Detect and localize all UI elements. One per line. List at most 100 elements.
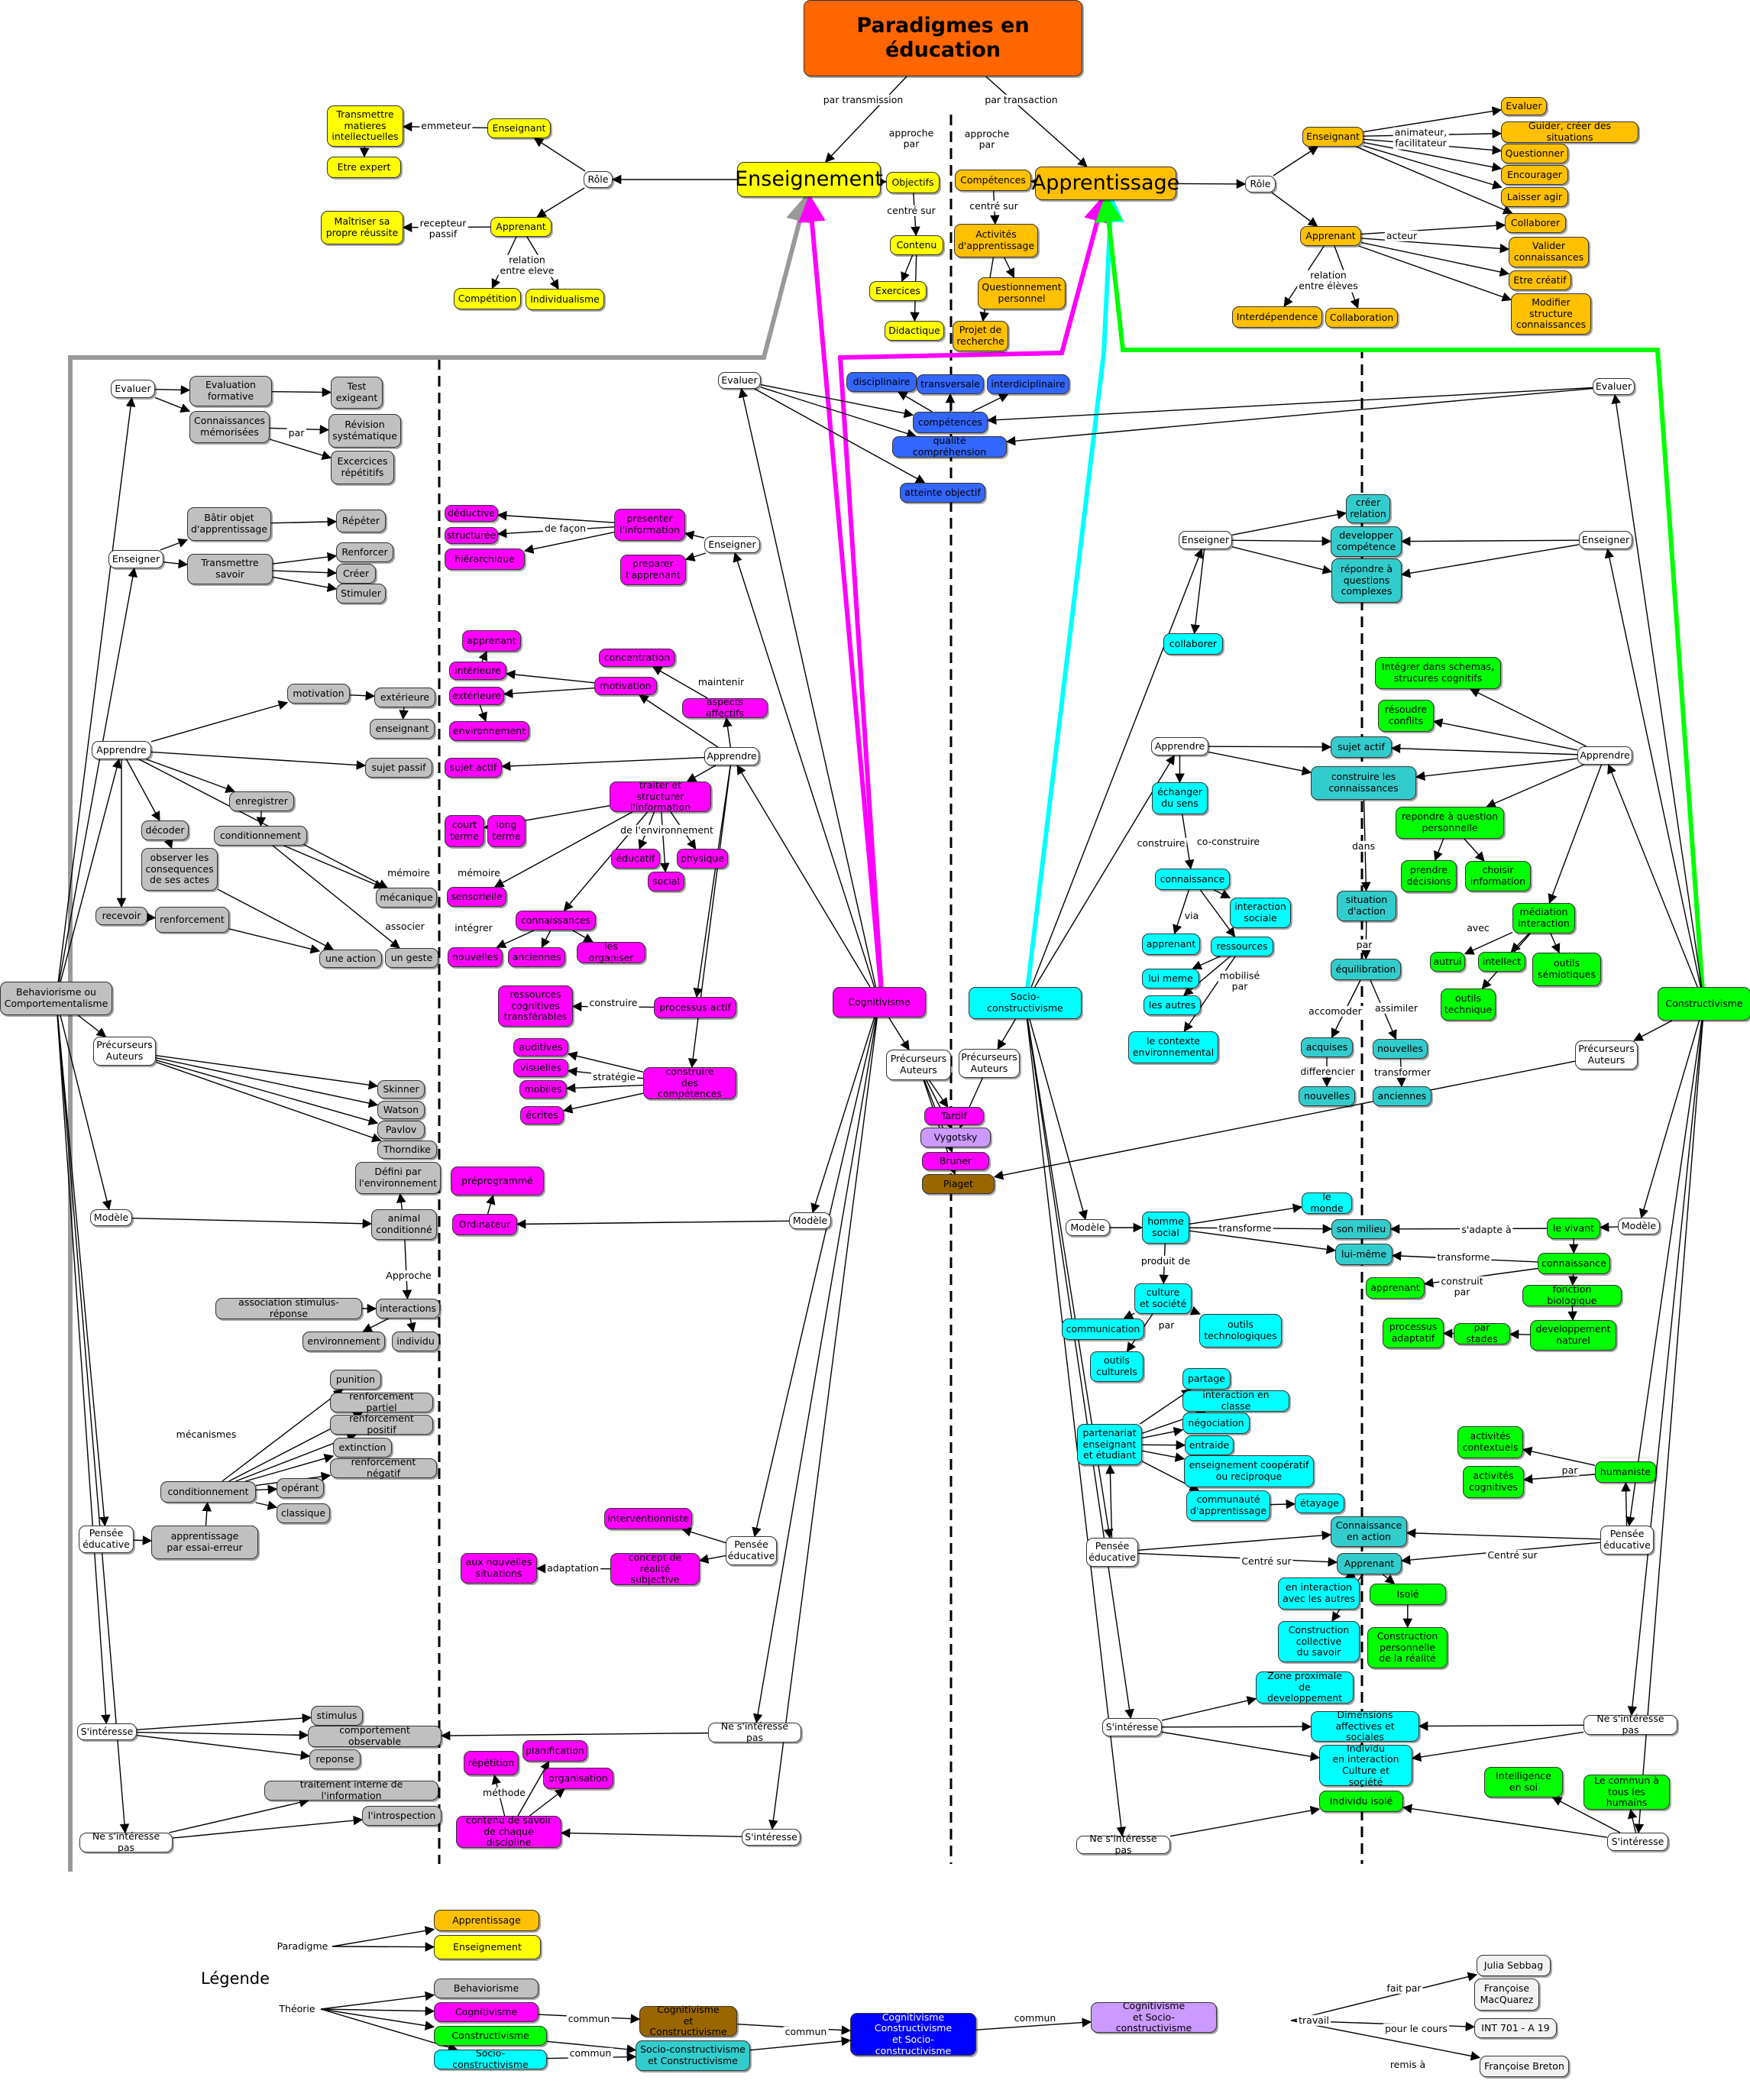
c-repetition-node[interactable]: répétition bbox=[464, 1751, 519, 1775]
apprenant2-node[interactable]: Apprenant bbox=[1300, 226, 1361, 246]
c-sensorielle-node[interactable]: sensorielle bbox=[447, 887, 506, 907]
b-skinner-node[interactable]: Skinner bbox=[377, 1080, 425, 1099]
k-apprendre-node[interactable]: Apprendre bbox=[1577, 746, 1632, 765]
collaborer-o-node[interactable]: Collaborer bbox=[1505, 213, 1566, 233]
b-apprendre-node[interactable]: Apprendre bbox=[92, 741, 151, 759]
b-individu-node[interactable]: individu bbox=[392, 1332, 439, 1351]
c-anciennes-node[interactable]: anciennes bbox=[508, 947, 565, 967]
b-classique-node[interactable]: classique bbox=[277, 1503, 330, 1523]
competences-o-node[interactable]: Compétences bbox=[955, 170, 1031, 191]
sh-indinteraction-node[interactable]: Individu en interaction Culture et socié… bbox=[1319, 1742, 1412, 1788]
l-cogconstsocio-node[interactable]: Cognitivisme Constructivisme et Socio-co… bbox=[850, 2011, 976, 2056]
questionnement-node[interactable]: Questionnement personnel bbox=[978, 277, 1066, 309]
s-lesautres-node[interactable]: les autres bbox=[1143, 995, 1201, 1015]
c-contenu-node[interactable]: contenu de savoir de chaque discipline bbox=[456, 1814, 561, 1848]
c-concept-node[interactable]: concept de réalité subjective bbox=[610, 1552, 700, 1585]
enseignement-node[interactable]: Enseignement bbox=[735, 162, 883, 197]
c-preparer-node[interactable]: preparer l'apprenant bbox=[620, 555, 686, 585]
sh-acquises-node[interactable]: acquises bbox=[1301, 1037, 1353, 1057]
sh-nouvelles2-node[interactable]: nouvelles bbox=[1299, 1086, 1355, 1106]
c-connaissances-node[interactable]: connaissances bbox=[516, 911, 596, 930]
s-partage-node[interactable]: partage bbox=[1182, 1368, 1231, 1390]
k-isole-node[interactable]: Isolé bbox=[1370, 1584, 1446, 1605]
c-physique-node[interactable]: physique bbox=[677, 849, 728, 869]
valider-node[interactable]: Valider connaissances bbox=[1509, 237, 1589, 267]
interdependence-node[interactable]: Interdépendence bbox=[1232, 306, 1322, 328]
c-sinteresse-node[interactable]: S'intéresse bbox=[742, 1829, 801, 1846]
s-collaborer-node[interactable]: collaborer bbox=[1163, 633, 1223, 655]
c-environnement-node[interactable]: environnement bbox=[449, 721, 529, 741]
guider-node[interactable]: Guider, créer des situations bbox=[1501, 120, 1638, 143]
k-actcontext-node[interactable]: activités contextuels bbox=[1457, 1426, 1523, 1458]
c-ressources-node[interactable]: ressources cognitives transférables bbox=[498, 985, 573, 1027]
title-node[interactable]: Paradigmes en éducation bbox=[804, 0, 1082, 76]
projet-node[interactable]: Projet de recherche bbox=[953, 321, 1008, 351]
b-association-node[interactable]: association stimulus- réponse bbox=[215, 1296, 362, 1319]
b-reponse-node[interactable]: reponse bbox=[309, 1749, 361, 1769]
b-pavlov-node[interactable]: Pavlov bbox=[377, 1121, 425, 1139]
c-root-node[interactable]: Cognitivisme bbox=[833, 987, 926, 1018]
questionner-node[interactable]: Questionner bbox=[1501, 144, 1568, 163]
k-enseigner-node[interactable]: Enseigner bbox=[1579, 531, 1632, 549]
s-nesinteresse-node[interactable]: Ne s'intéresse pas bbox=[1076, 1833, 1170, 1856]
s-modele-node[interactable]: Modèle bbox=[1066, 1219, 1110, 1236]
b-renforcement-node[interactable]: renforcement bbox=[155, 907, 229, 933]
c-modele-node[interactable]: Modèle bbox=[789, 1212, 831, 1229]
b-thorndike-node[interactable]: Thorndike bbox=[377, 1141, 437, 1159]
s-negociation-node[interactable]: négociation bbox=[1182, 1412, 1250, 1434]
c-planification-node[interactable]: planification bbox=[522, 1740, 587, 1762]
l-breton-node[interactable]: Françoise Breton bbox=[1480, 2056, 1569, 2077]
k-connaissance-node[interactable]: connaissance bbox=[1538, 1253, 1610, 1274]
l-int701-node[interactable]: INT 701 - A 19 bbox=[1474, 2018, 1557, 2038]
l-behaviorisme-node[interactable]: Behaviorisme bbox=[434, 1979, 539, 1998]
c-longterme-node[interactable]: long terme bbox=[487, 815, 526, 847]
s-outilstech-node[interactable]: outils technologiques bbox=[1199, 1314, 1282, 1348]
b-recevoir-node[interactable]: recevoir bbox=[95, 907, 147, 925]
b-revision-node[interactable]: Révision systématique bbox=[328, 414, 401, 448]
k-choisir-node[interactable]: choisir information bbox=[1465, 861, 1531, 891]
s-apprenant-node[interactable]: apprenant bbox=[1142, 934, 1200, 955]
c-nesinteresse-node[interactable]: Ne s'intéresse pas bbox=[708, 1720, 801, 1743]
c-aspects-node[interactable]: aspects affectifs bbox=[682, 696, 768, 719]
s-communaute-node[interactable]: communauté d'apprentissage bbox=[1186, 1490, 1270, 1521]
c-visuelles-node[interactable]: visuelles bbox=[513, 1059, 568, 1077]
c-transversale-node[interactable]: transversale bbox=[917, 374, 984, 394]
c-sujetactif-node[interactable]: sujet actif bbox=[445, 758, 502, 778]
s-sinteresse-node[interactable]: S'intéresse bbox=[1102, 1718, 1162, 1736]
c-construire-comp-node[interactable]: construire des compétences bbox=[643, 1066, 736, 1099]
c-interieure-node[interactable]: intérieure bbox=[449, 662, 506, 680]
b-apprentissage-node[interactable]: apprentissage par essai-erreur bbox=[151, 1526, 258, 1559]
modifier-node[interactable]: Modifier structure connaissances bbox=[1511, 293, 1591, 335]
c-nouvelles-node[interactable]: nouvelles bbox=[448, 947, 503, 967]
k-repondre-node[interactable]: repondre à question personnelle bbox=[1396, 807, 1504, 839]
sh-equilibration-node[interactable]: équilibration bbox=[1331, 959, 1401, 980]
etre-expert-node[interactable]: Etre expert bbox=[327, 157, 401, 178]
b-exterieure-node[interactable]: extérieure bbox=[374, 688, 435, 707]
s-precurseurs-node[interactable]: Précurseurs Auteurs bbox=[959, 1049, 1020, 1078]
b-nesinteresse-node[interactable]: Ne s'intéresse pas bbox=[79, 1830, 173, 1853]
l-cogconst-node[interactable]: Cognitivisme et Constructivisme bbox=[639, 2004, 737, 2037]
laisser-node[interactable]: Laisser agir bbox=[1501, 187, 1568, 207]
b-precurseurs-node[interactable]: Précurseurs Auteurs bbox=[93, 1037, 156, 1066]
c-pensee-node[interactable]: Pensée éducative bbox=[726, 1536, 777, 1565]
k-fonction-node[interactable]: fonction biologique bbox=[1522, 1283, 1622, 1306]
exercices-node[interactable]: Exercices bbox=[869, 281, 927, 301]
b-connmem-node[interactable]: Connaissances mémorisées bbox=[189, 411, 270, 443]
k-autrui-node[interactable]: autrui bbox=[1430, 952, 1465, 972]
b-cond2-node[interactable]: conditionnement bbox=[160, 1481, 256, 1503]
c-traiter-node[interactable]: traiter et structurer l'information bbox=[610, 779, 711, 813]
individualisme-node[interactable]: Individualisme bbox=[526, 289, 604, 310]
l-francoise-node[interactable]: Françoise MacQuarez bbox=[1474, 1979, 1539, 2011]
sh-apprenant-node[interactable]: Apprenant bbox=[1337, 1553, 1402, 1574]
c-social-node[interactable]: social bbox=[648, 872, 684, 891]
s-apprendre-node[interactable]: Apprendre bbox=[1151, 737, 1208, 756]
c-interdisc-node[interactable]: interdiciplinaire bbox=[987, 374, 1069, 394]
b-introspection-node[interactable]: l'introspection bbox=[362, 1806, 442, 1826]
enseignant2-node[interactable]: Enseignant bbox=[1302, 127, 1363, 147]
c-hierarchique-node[interactable]: hiérarchique bbox=[445, 548, 525, 570]
s-connaissance-node[interactable]: connaissance bbox=[1155, 869, 1230, 890]
l-socio-node[interactable]: Socio-constructivisme bbox=[434, 2047, 547, 2070]
l-cognitivisme-node[interactable]: Cognitivisme bbox=[434, 2002, 539, 2022]
s-luimeme-node[interactable]: lui meme bbox=[1142, 969, 1199, 989]
sh-luimeme-node[interactable]: lui-même bbox=[1335, 1244, 1393, 1265]
